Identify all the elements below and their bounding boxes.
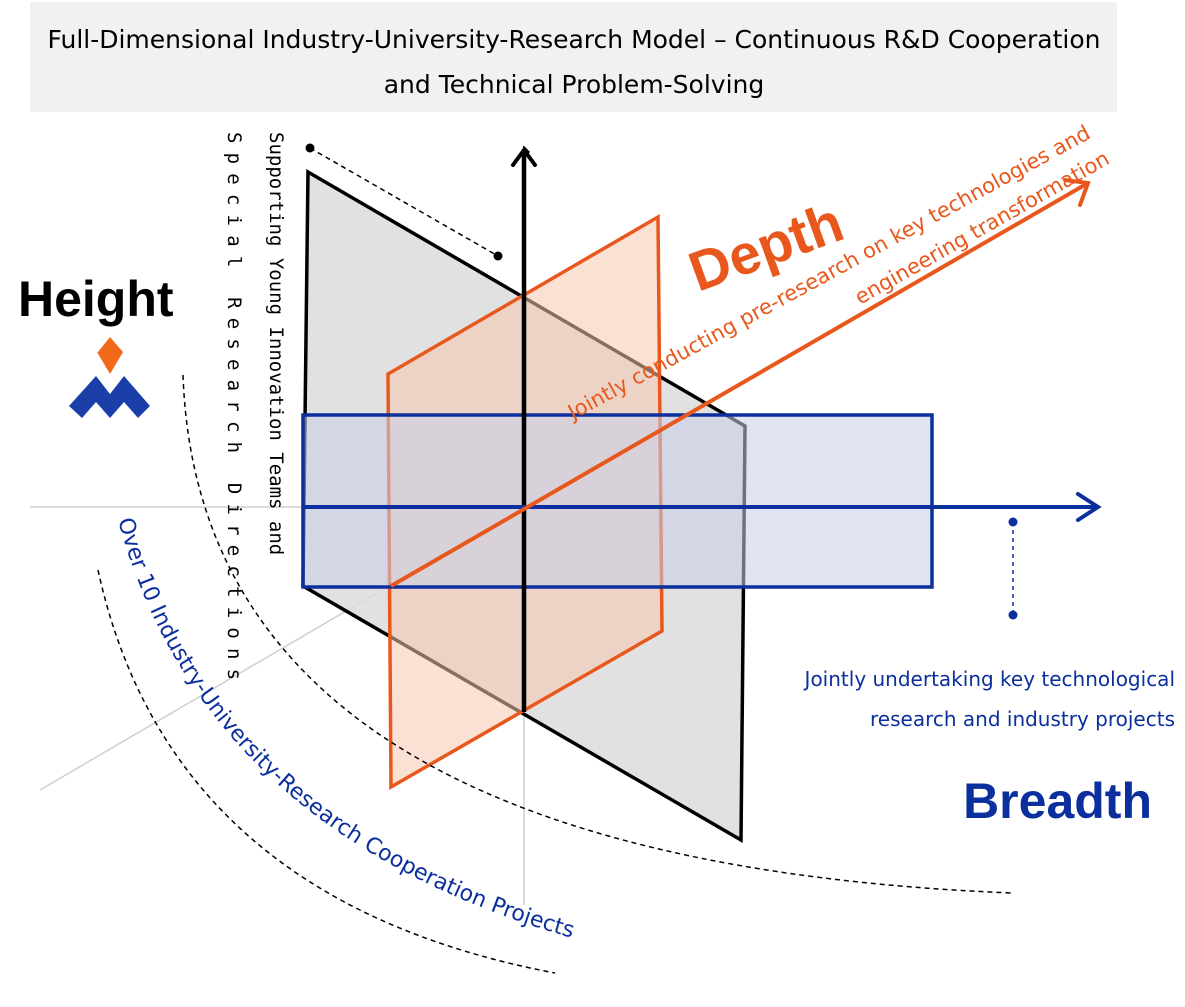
height-label: Height bbox=[18, 271, 174, 327]
breadth-description-line-2: research and industry projects bbox=[870, 707, 1175, 731]
title-banner bbox=[30, 2, 1117, 112]
height-dashed-bracket bbox=[309, 147, 499, 257]
depth-arrowhead bbox=[1063, 178, 1091, 207]
depth-axis bbox=[389, 181, 1090, 588]
height-description-line-2: Special Research Directions bbox=[223, 132, 245, 689]
breadth-arrowhead bbox=[1076, 492, 1102, 522]
height-arrowhead-right bbox=[522, 148, 537, 167]
breadth-plane bbox=[301, 413, 934, 589]
breadth-description-line-1: Jointly undertaking key technological bbox=[803, 667, 1175, 691]
inner-dashed-arc bbox=[97, 569, 556, 974]
height-arrowhead-left bbox=[511, 148, 526, 167]
title-line-1: Full-Dimensional Industry-University-Res… bbox=[47, 25, 1100, 54]
height-bracket-dot-top bbox=[305, 143, 315, 153]
height-description-line-1: Supporting Young Innovation Teams and bbox=[265, 132, 287, 555]
title-line-2: and Technical Problem-Solving bbox=[384, 70, 765, 99]
height-bracket-dot-bottom bbox=[493, 251, 503, 261]
outer-dashed-arc bbox=[182, 374, 1013, 894]
breadth-bracket-dot-bottom bbox=[1008, 610, 1018, 620]
company-logo-icon bbox=[69, 337, 150, 418]
breadth-label: Breadth bbox=[963, 773, 1152, 829]
breadth-bracket-dot-top bbox=[1008, 517, 1018, 527]
